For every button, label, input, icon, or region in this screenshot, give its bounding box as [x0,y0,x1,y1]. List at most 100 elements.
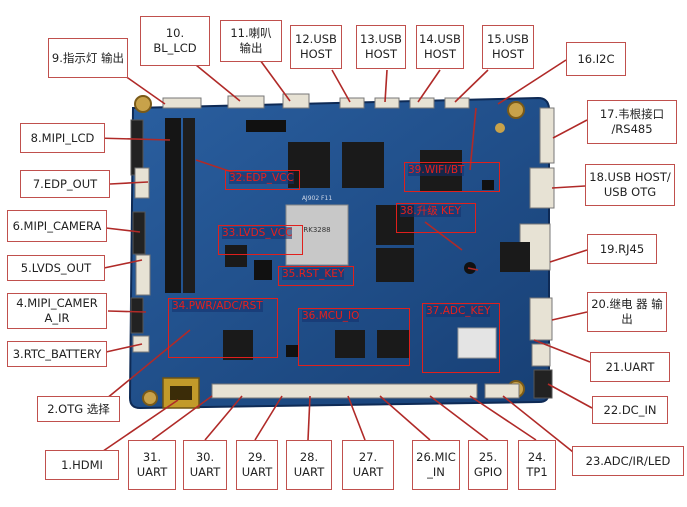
right-connector [539,107,555,164]
label-4-mipi-camera-ir: 4.MIPI_CAMER A_IR [7,293,107,329]
label-2-otg-select: 2.OTG 选择 [37,396,120,422]
label-10-bl-lcd: 10. BL_LCD [140,16,210,66]
ic-chip [223,330,253,360]
label-37-adc-key: 37.ADC_KEY [422,303,500,373]
label-26-mic-in: 26.MIC _IN [412,440,460,490]
label-17-wiegand-rs485: 17.韦根接口 /RS485 [587,100,677,144]
label-6-mipi-camera: 6.MIPI_CAMERA [7,210,107,242]
label-39-wifi-bt: 39.WIFI/BT [404,162,500,192]
ic-chip [225,245,247,267]
leader-line [151,395,213,441]
small-part [482,180,494,190]
label-27-uart: 27. UART [342,440,394,490]
mount-hole [134,95,152,113]
leader-line [107,310,147,313]
label-23-adc-ir-led: 23.ADC/IR/LED [572,446,684,476]
bottom-connector [484,383,520,399]
label-21-uart: 21.UART [590,352,670,382]
label-36-mcu-io: 36.MCU_IO [298,308,410,366]
left-connector [132,211,146,255]
pin-header [165,118,181,293]
relay [457,327,497,359]
wifi-antenna-pad [495,123,505,133]
mount-hole [142,390,158,406]
leader-line [379,395,431,441]
label-28-uart: 28. UART [286,440,332,490]
memory-chip [288,142,330,188]
label-30-uart: 30. UART [183,440,227,490]
leader-line [533,339,591,363]
label-15-usb-host: 15.USB HOST [482,25,534,69]
small-part [246,120,286,132]
left-connector [130,119,144,176]
label-24-tp1: 24. TP1 [518,440,556,490]
bottom-connector [211,383,478,399]
soc-label: RK3288 [303,226,330,234]
memory-chip [342,142,384,188]
leader-line [429,395,489,441]
label-29-uart: 29. UART [236,440,278,490]
leader-line [94,137,171,141]
leader-line [547,383,593,409]
leader-line [551,185,586,189]
label-11-speaker-output: 11.喇叭 输出 [220,20,282,62]
label-33-lvds-vcc: 33.LVDS_VCC [218,225,303,255]
soc-chip [285,204,349,266]
label-38-upgrade-key: 38.升级 KEY [396,203,476,233]
label-5-lvds-out: 5.LVDS_OUT [7,255,105,281]
memory-chip [376,248,414,282]
leader-line [424,221,463,251]
mount-hole [507,101,525,119]
right-connector [531,343,551,367]
label-14-usb-host: 14.USB HOST [416,25,464,69]
leader-line [204,395,243,441]
small-part [286,345,298,357]
label-20-relay-output: 20.继电 器 输出 [587,292,667,332]
leader-line [552,119,588,139]
left-connector [130,297,144,334]
label-18-usb-host-otg: 18.USB HOST/ USB OTG [585,164,675,206]
leader-line [502,395,579,457]
top-connector [282,93,310,109]
label-12-usb-host: 12.USB HOST [290,25,342,69]
label-25-gpio: 25. GPIO [468,440,508,490]
top-connector [374,97,400,109]
leader-line [384,69,388,103]
label-13-usb-host: 13.USB HOST [356,25,406,69]
label-8-mipi-lcd: 8.MIPI_LCD [20,123,105,153]
label-22-dc-in: 22.DC_IN [592,396,668,424]
leader-line [109,181,149,185]
leader-line [105,343,143,353]
top-connector [409,97,435,109]
leader-line [551,311,588,321]
leader-line [259,59,291,102]
leader-line [549,249,588,263]
top-connector [339,97,365,109]
soc-code: AJ902 F11 [302,195,333,202]
leader-line [469,107,477,171]
leader-line [94,329,191,409]
leader-line [469,395,537,441]
label-34-pwr-adc-rst: 34.PWR/ADC/RST [168,298,278,358]
leader-line [454,69,489,103]
left-connector [135,254,151,296]
top-connector [162,97,202,109]
ic-chip [377,330,409,358]
top-connector [227,95,265,109]
label-1-hdmi: 1.HDMI [45,450,119,480]
right-connector [529,167,555,209]
hdmi-port-slot [170,386,192,400]
leader-line [103,259,143,269]
dc-jack [533,369,553,399]
label-35-rst-key: 35.RST_KEY [278,266,354,286]
label-19-rj45: 19.RJ45 [587,234,657,264]
ic-chip [335,330,365,358]
leader-line [307,395,311,441]
right-connector [529,297,553,341]
leader-line [347,395,366,441]
label-3-rtc-battery: 3.RTC_BATTERY [7,341,107,367]
leader-line [467,267,479,271]
leader-line [417,69,441,103]
ic-chip [500,242,530,272]
